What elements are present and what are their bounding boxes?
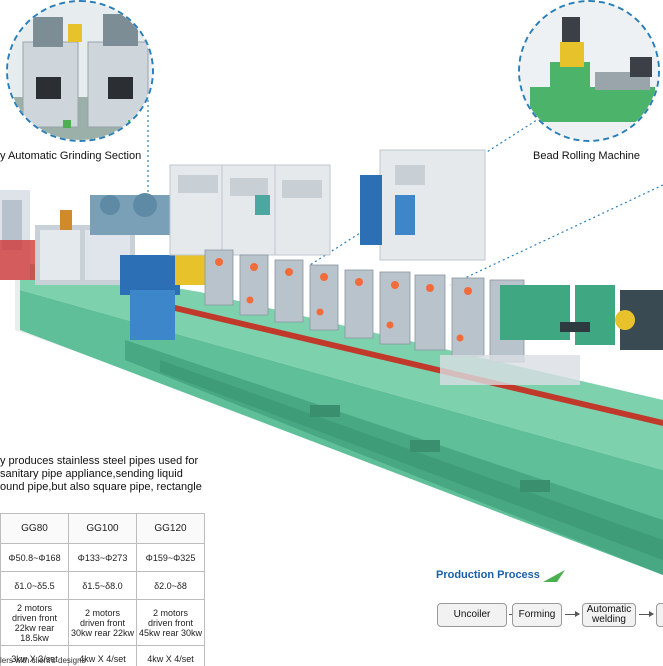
process-step-next [656, 603, 663, 627]
table-row: 2 motors driven front 22kw rear 18.5kw 2… [0, 599, 205, 646]
spec-table: GG80 GG100 GG120 Φ50.8~Φ168 Φ133~Φ273 Φ1… [0, 513, 205, 666]
col-header-gg80: GG80 [0, 513, 69, 544]
arrow-right-icon [639, 611, 654, 617]
table-cell: δ2.0~δ8 [136, 571, 205, 600]
table-row: 3kw X 3/set 4kw X 4/set 4kw X 4/set [0, 645, 205, 666]
arrow-right-icon [565, 611, 580, 617]
design-note: lers with client's designs [0, 656, 86, 665]
table-row: Φ50.8~Φ168 Φ133~Φ273 Φ159~Φ325 [0, 543, 205, 572]
description-line: y produces stainless steel pipes used fo… [0, 455, 199, 467]
table-cell: Φ133~Φ273 [68, 543, 137, 572]
table-cell: 2 motors driven front 22kw rear 18.5kw [0, 599, 69, 646]
table-row: δ1.0~δ5.5 δ1.5~δ8.0 δ2.0~δ8 [0, 571, 205, 600]
bead-rolling-label: Bead Rolling Machine [533, 150, 641, 162]
bead-rolling-machine-image [520, 2, 658, 140]
production-process-title: Production Process [436, 569, 540, 581]
description-line: sanitary pipe appliance,sending liquid [0, 468, 183, 480]
process-step-forming: Forming [512, 603, 562, 627]
product-description: y produces stainless steel pipes used fo… [0, 455, 202, 494]
table-header-row: GG80 GG100 GG120 [0, 513, 205, 544]
process-step-welding: Automatic welding [582, 603, 636, 627]
grinding-machine-image [8, 2, 152, 140]
grinding-section-label: y Automatic Grinding Section [0, 150, 142, 162]
process-step-uncoiler: Uncoiler [437, 603, 507, 627]
table-cell: 2 motors driven front 30kw rear 22kw [68, 599, 137, 646]
col-header-gg120: GG120 [136, 513, 205, 544]
bead-rolling-photo [518, 0, 660, 142]
table-cell: δ1.5~δ8.0 [68, 571, 137, 600]
table-cell: 2 motors driven front 45kw rear 30kw [136, 599, 205, 646]
chevron-arrow-icon [543, 570, 565, 582]
description-line: ound pipe,but also square pipe, rectangl… [0, 481, 202, 493]
table-cell: Φ50.8~Φ168 [0, 543, 69, 572]
table-cell: δ1.0~δ5.5 [0, 571, 69, 600]
table-cell: Φ159~Φ325 [136, 543, 205, 572]
table-cell: 4kw X 4/set [136, 645, 205, 666]
col-header-gg100: GG100 [68, 513, 137, 544]
grinding-section-photo [6, 0, 154, 142]
